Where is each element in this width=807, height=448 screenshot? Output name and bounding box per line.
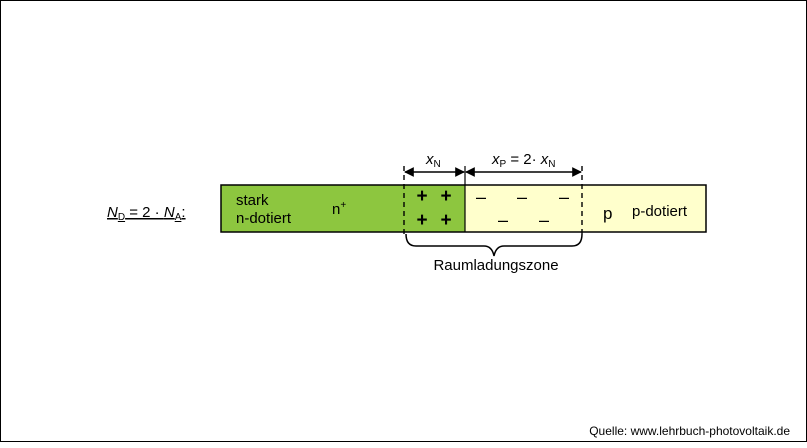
p-region bbox=[465, 185, 706, 232]
xn-label: xN bbox=[425, 151, 441, 170]
nd-symbol: N bbox=[107, 204, 118, 221]
n-plus-label: n+ bbox=[332, 200, 346, 218]
n-region bbox=[221, 185, 465, 232]
formula-factor: = 2 · bbox=[125, 204, 164, 221]
n-region-label-line1: stark bbox=[236, 192, 269, 209]
nd-subscript: D bbox=[118, 212, 125, 223]
minus-charge: – bbox=[517, 187, 527, 207]
n-region-label-line2: n-dotiert bbox=[236, 210, 292, 227]
p-symbol: p bbox=[603, 204, 612, 223]
xp-rhs-symbol: x bbox=[540, 151, 549, 168]
plus-charge: + bbox=[416, 186, 427, 207]
minus-charge: – bbox=[539, 210, 549, 230]
na-subscript: A bbox=[175, 212, 182, 223]
xn-subscript: N bbox=[434, 159, 441, 170]
plus-charge: + bbox=[440, 210, 451, 231]
na-symbol: N bbox=[164, 204, 175, 221]
xp-factor: = 2· bbox=[506, 151, 541, 168]
minus-charge: – bbox=[559, 187, 569, 207]
depletion-zone-brace bbox=[405, 233, 583, 257]
formula-colon: : bbox=[181, 204, 185, 221]
p-region-label: p-dotiert bbox=[632, 203, 688, 220]
n-superscript: + bbox=[340, 200, 346, 211]
doping-ratio-formula: ND = 2 · NA: bbox=[107, 204, 186, 223]
minus-charge: – bbox=[498, 210, 508, 230]
xp-label: xP = 2· xN bbox=[491, 151, 556, 170]
plus-charge: + bbox=[440, 186, 451, 207]
depletion-zone-label: Raumladungszone bbox=[433, 257, 558, 274]
xp-subscript: P bbox=[500, 159, 507, 170]
xp-symbol: x bbox=[491, 151, 500, 168]
xn-symbol: x bbox=[425, 151, 434, 168]
plus-charge: + bbox=[416, 210, 427, 231]
xp-rhs-subscript: N bbox=[548, 159, 555, 170]
source-credit: Quelle: www.lehrbuch-photovoltaik.de bbox=[589, 424, 790, 438]
semiconductor-outline bbox=[220, 184, 707, 233]
minus-charge: – bbox=[476, 187, 486, 207]
n-symbol: n bbox=[332, 201, 340, 218]
